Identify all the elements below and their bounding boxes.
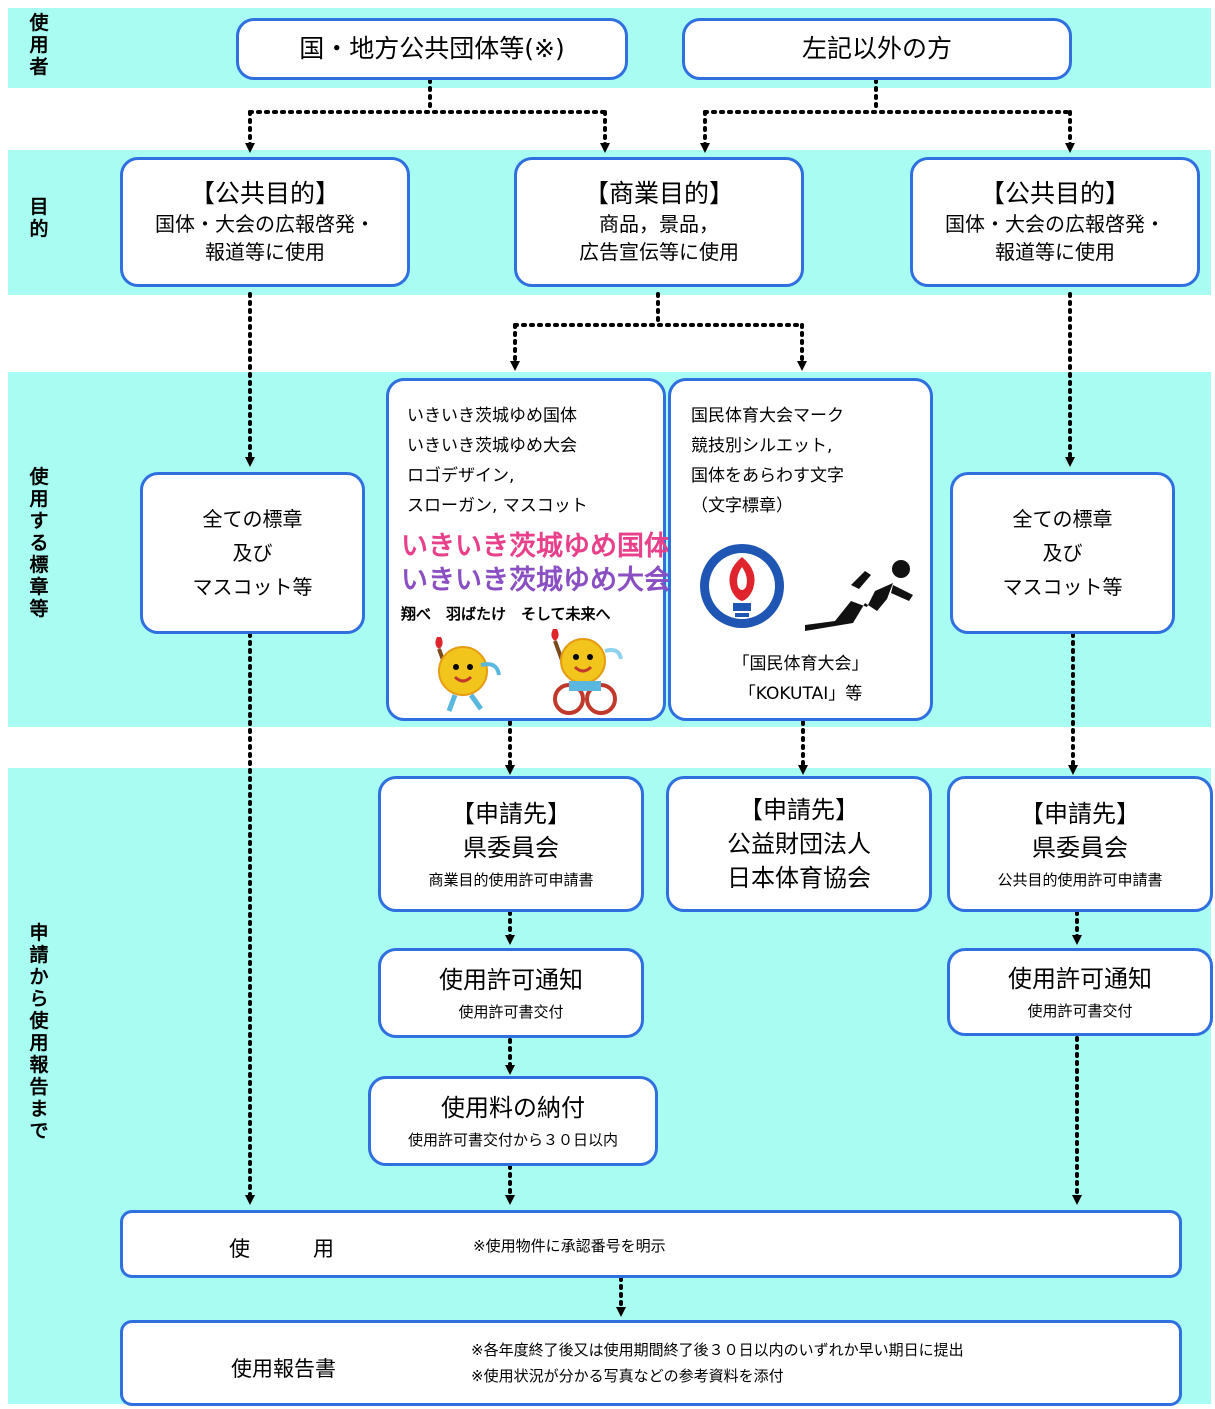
marks-all-left-line2: 及び bbox=[232, 541, 273, 565]
marks-kokutai-box: 国民体育大会マーク 競技別シルエット, 国体をあらわす文字 （文字標章） 「国民… bbox=[668, 378, 933, 721]
ibaraki-slogan: 翔べ 羽ばたけ そして未来へ bbox=[401, 605, 611, 623]
purpose-public-right-title: 【公共目的】 bbox=[979, 179, 1130, 208]
fee-title: 使用料の納付 bbox=[441, 1094, 585, 1122]
side-label-user-text: 使用者 bbox=[29, 12, 49, 78]
mascot-wheelchair-icon bbox=[551, 629, 623, 715]
marks-kokutai-foot1: 「国民体育大会」 bbox=[732, 654, 869, 674]
user-other-box: 左記以外の方 bbox=[682, 18, 1072, 80]
marks-all-right-line1: 全ての標章 bbox=[1012, 507, 1113, 531]
purpose-public-left-line1: 国体・大会の広報啓発・ bbox=[155, 212, 375, 236]
purpose-public-left-box: 【公共目的】 国体・大会の広報啓発・ 報道等に使用 bbox=[120, 157, 410, 287]
purpose-commercial-box: 【商業目的】 商品，景品， 広告宣伝等に使用 bbox=[514, 157, 804, 287]
marks-ibaraki-line3: ロゴデザイン, bbox=[407, 466, 515, 486]
apply-prefecture-public-org: 県委員会 bbox=[1032, 834, 1128, 862]
mascot-standing-icon bbox=[435, 637, 501, 712]
apply-prefecture-commercial-box: 【申請先】 県委員会 商業目的使用許可申請書 bbox=[378, 776, 644, 912]
marks-ibaraki-box: いきいき茨城ゆめ国体 いきいき茨城ゆめ大会 ロゴデザイン, スローガン, マスコ… bbox=[386, 378, 671, 721]
side-label-user: 使用者 bbox=[24, 12, 54, 78]
marks-all-left-box: 全ての標章 及び マスコット等 bbox=[140, 472, 365, 634]
purpose-public-right-box: 【公共目的】 国体・大会の広報啓発・ 報道等に使用 bbox=[910, 157, 1200, 287]
apply-prefecture-commercial-org: 県委員会 bbox=[463, 834, 559, 862]
marks-kokutai-line1: 国民体育大会マーク bbox=[691, 406, 844, 426]
report-box: 使用報告書 ※各年度終了後又は使用期間終了後３０日以内のいずれか早い期日に提出 … bbox=[120, 1320, 1182, 1406]
user-gov-label: 国・地方公共団体等(※) bbox=[299, 34, 565, 63]
purpose-public-left-title: 【公共目的】 bbox=[189, 179, 340, 208]
side-label-process: 申請から使用報告まで bbox=[24, 922, 54, 1142]
apply-jsa-title: 【申請先】 bbox=[739, 796, 859, 824]
marks-all-right-line2: 及び bbox=[1042, 541, 1083, 565]
side-label-purpose: 目的 bbox=[24, 196, 54, 240]
apply-prefecture-public-box: 【申請先】 県委員会 公共目的使用許可申請書 bbox=[947, 776, 1213, 912]
marks-all-right-line3: マスコット等 bbox=[1002, 575, 1123, 599]
marks-kokutai-text: 国民体育大会マーク 競技別シルエット, 国体をあらわす文字 （文字標章） bbox=[691, 401, 844, 521]
fee-sub: 使用許可書交付から３０日以内 bbox=[407, 1131, 618, 1149]
kokutai-emblem-icon bbox=[700, 544, 784, 628]
ibaraki-taikai-logo-text: いきいき茨城ゆめ大会 bbox=[401, 565, 671, 596]
apply-jsa-org1: 公益財団法人 bbox=[727, 830, 871, 858]
side-label-purpose-text: 目的 bbox=[29, 196, 49, 240]
notice-left-sub: 使用許可書交付 bbox=[458, 1003, 564, 1021]
notice-right-title: 使用許可通知 bbox=[1008, 965, 1152, 993]
marks-ibaraki-line2: いきいき茨城ゆめ大会 bbox=[407, 436, 577, 456]
purpose-public-right-line1: 国体・大会の広報啓発・ bbox=[945, 212, 1165, 236]
ibaraki-kokutai-logo: いきいき茨城ゆめ国体 bbox=[401, 524, 671, 563]
fee-box: 使用料の納付 使用許可書交付から３０日以内 bbox=[368, 1076, 658, 1166]
marks-ibaraki-line1: いきいき茨城ゆめ国体 bbox=[407, 406, 577, 426]
use-box: 使 用 ※使用物件に承認番号を明示 bbox=[120, 1210, 1182, 1278]
marks-kokutai-line3: 国体をあらわす文字 bbox=[691, 466, 844, 486]
notice-right-box: 使用許可通知 使用許可書交付 bbox=[947, 948, 1213, 1036]
apply-prefecture-commercial-doc: 商業目的使用許可申請書 bbox=[428, 871, 594, 889]
purpose-commercial-line1: 商品，景品， bbox=[599, 212, 719, 236]
use-note: ※使用物件に承認番号を明示 bbox=[473, 1237, 666, 1255]
marks-all-right-box: 全ての標章 及び マスコット等 bbox=[950, 472, 1175, 634]
ibaraki-kokutai-logo-text: いきいき茨城ゆめ国体 bbox=[401, 531, 671, 562]
apply-jsa-org2: 日本体育協会 bbox=[727, 864, 871, 892]
marks-all-left-line1: 全ての標章 bbox=[202, 507, 303, 531]
use-label: 使 用 bbox=[229, 1237, 334, 1261]
side-label-marks-text: 使用する標章等 bbox=[29, 466, 49, 620]
side-label-marks: 使用する標章等 bbox=[24, 466, 54, 620]
report-label: 使用報告書 bbox=[231, 1357, 336, 1381]
side-label-process-text: 申請から使用報告まで bbox=[29, 922, 49, 1142]
marks-kokutai-line2: 競技別シルエット, bbox=[691, 436, 833, 456]
notice-left-box: 使用許可通知 使用許可書交付 bbox=[378, 948, 644, 1038]
purpose-commercial-line2: 広告宣伝等に使用 bbox=[579, 240, 739, 264]
apply-prefecture-commercial-title: 【申請先】 bbox=[451, 800, 571, 828]
marks-ibaraki-text: いきいき茨城ゆめ国体 いきいき茨城ゆめ大会 ロゴデザイン, スローガン, マスコ… bbox=[407, 401, 588, 521]
apply-prefecture-public-doc: 公共目的使用許可申請書 bbox=[997, 871, 1163, 889]
purpose-public-left-line2: 報道等に使用 bbox=[205, 240, 325, 264]
marks-ibaraki-line4: スローガン, マスコット bbox=[407, 496, 588, 516]
purpose-public-right-line2: 報道等に使用 bbox=[995, 240, 1115, 264]
marks-kokutai-line4: （文字標章） bbox=[691, 496, 793, 516]
purpose-commercial-title: 【商業目的】 bbox=[583, 179, 734, 208]
user-gov-box: 国・地方公共団体等(※) bbox=[236, 18, 628, 80]
report-note2: ※使用状況が分かる写真などの参考資料を添付 bbox=[471, 1367, 784, 1385]
apply-prefecture-public-title: 【申請先】 bbox=[1020, 800, 1140, 828]
ibaraki-taikai-logo: いきいき茨城ゆめ大会 bbox=[401, 558, 671, 597]
runner-silhouette-icon bbox=[805, 560, 913, 631]
report-note1: ※各年度終了後又は使用期間終了後３０日以内のいずれか早い期日に提出 bbox=[471, 1341, 964, 1359]
notice-left-title: 使用許可通知 bbox=[439, 966, 583, 994]
marks-kokutai-foot2: 「KOKUTAI」等 bbox=[738, 684, 863, 704]
marks-all-left-line3: マスコット等 bbox=[192, 575, 313, 599]
apply-jsa-box: 【申請先】 公益財団法人 日本体育協会 bbox=[666, 776, 932, 912]
notice-right-sub: 使用許可書交付 bbox=[1027, 1002, 1133, 1020]
user-other-label: 左記以外の方 bbox=[801, 34, 952, 63]
